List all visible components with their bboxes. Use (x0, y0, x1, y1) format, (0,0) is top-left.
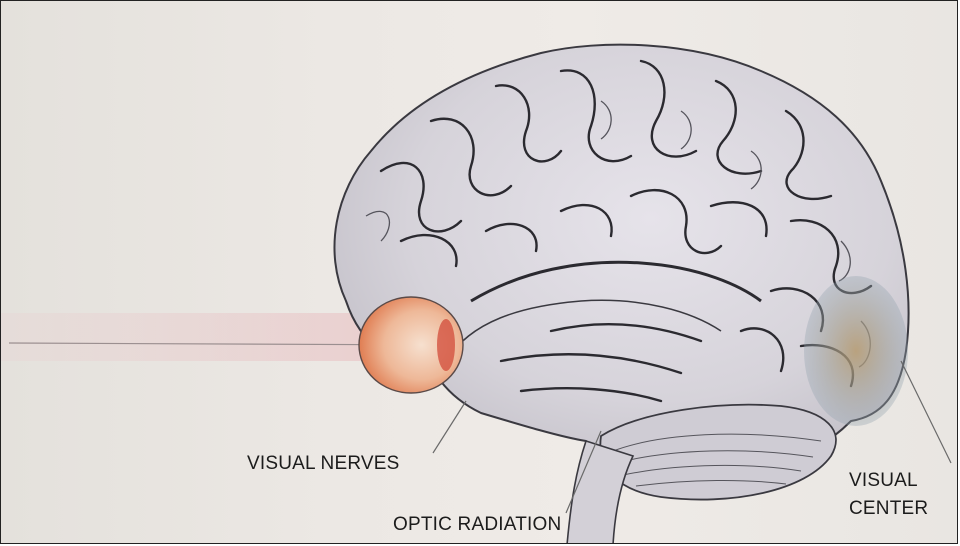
optic-radiation-label: OPTIC RADIATION (393, 514, 561, 536)
visual-center-label: VISUAL CENTER (849, 467, 928, 523)
visual-center-label-line1: VISUAL (849, 467, 928, 495)
visual-center-highlight (804, 276, 908, 426)
visual-center-pointer (901, 361, 951, 463)
light-beam (1, 313, 401, 361)
eye-lens (437, 319, 455, 371)
visual-center-label-line2: CENTER (849, 495, 928, 523)
brain-stem (567, 441, 633, 544)
visual-nerves-pointer (433, 401, 466, 453)
visual-nerves-label: VISUAL NERVES (247, 453, 400, 475)
